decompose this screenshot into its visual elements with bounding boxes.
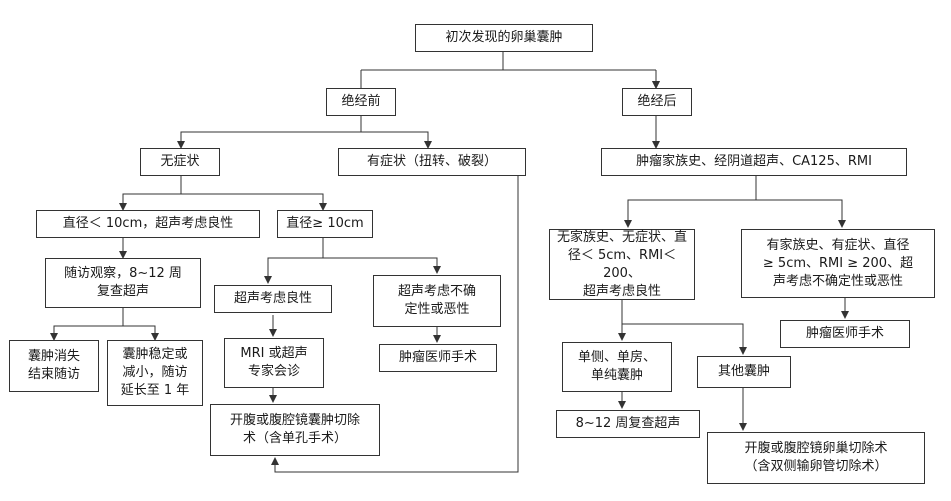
- node-root: 初次发现的卵巢囊肿: [415, 24, 593, 52]
- edge-large-split: [264, 238, 324, 284]
- node-postmenopausal: 绝经后: [622, 88, 692, 116]
- node-cystectomy-line-2: 术（含单孔手术）: [242, 431, 347, 446]
- node-high-risk: 有家族史、有症状、直径 ≥ 5cm、RMI ≥ 200、超 声考虑不确定性或恶性: [741, 229, 935, 298]
- node-followup-line-2: 复查超声: [96, 284, 149, 299]
- edge-root-split: [360, 52, 656, 88]
- node-asymptomatic-text: 无症状: [160, 154, 200, 169]
- node-asymptomatic: 无症状: [140, 148, 220, 176]
- node-uncertain-us: 超声考虑不确 定性或恶性: [373, 275, 501, 327]
- node-stable-line-1: 囊肿稳定或: [122, 347, 188, 362]
- node-mri-consult-line-2: 专家会诊: [247, 364, 300, 379]
- node-mri-consult-line-1: MRI 或超声: [240, 346, 308, 361]
- node-postmeno-evaluation: 肿瘤家族史、经阴道超声、CA125、RMI: [601, 148, 907, 176]
- node-large: 直径≥ 10cm: [277, 210, 373, 238]
- node-cystectomy-line-1: 开腹或腹腔镜囊肿切除: [229, 413, 360, 428]
- node-simple-cyst: 单侧、单房、 单纯囊肿: [562, 342, 672, 392]
- node-resolved: 囊肿消失 结束随访: [9, 340, 99, 392]
- node-oophorectomy-line-1: 开腹或腹腔镜卵巢切除术: [744, 441, 888, 456]
- node-recheck-text: 8~12 周复查超声: [575, 416, 681, 431]
- node-oncology-surgery-2: 肿瘤医师手术: [780, 320, 910, 348]
- node-oophorectomy: 开腹或腹腔镜卵巢切除术 （含双侧输卵管切除术）: [707, 432, 925, 484]
- node-high-risk-line-1: 有家族史、有症状、直径: [766, 237, 910, 253]
- node-other-cyst-text: 其他囊肿: [717, 364, 770, 379]
- edge-followup-split: [50, 308, 124, 341]
- node-recheck: 8~12 周复查超声: [556, 410, 700, 438]
- edge-eval-split: [624, 176, 757, 228]
- node-stable-line-2: 减小，随访: [122, 365, 188, 380]
- node-stable: 囊肿稳定或 减小，随访 延长至 1 年: [107, 340, 203, 406]
- node-small-benign-text: 直径＜ 10cm，超声考虑良性: [62, 216, 234, 231]
- node-stable-line-3: 延长至 1 年: [120, 383, 190, 398]
- node-root-text: 初次发现的卵巢囊肿: [445, 30, 563, 45]
- node-resolved-line-1: 囊肿消失: [27, 349, 80, 364]
- node-resolved-line-2: 结束随访: [27, 367, 80, 382]
- node-followup-line-1: 随访观察，8~12 周: [64, 266, 182, 281]
- edge-symptomatic-long: [271, 176, 519, 473]
- node-mri-consult: MRI 或超声 专家会诊: [224, 338, 324, 388]
- node-low-risk-line-1: 无家族史、无症状、直: [556, 229, 687, 245]
- node-premenopausal-text: 绝经前: [341, 94, 381, 109]
- node-low-risk-line-3: 超声考虑良性: [582, 283, 661, 299]
- node-small-benign: 直径＜ 10cm，超声考虑良性: [36, 210, 260, 238]
- edge-asym-split: [119, 176, 182, 211]
- node-low-risk-line-2: 径＜ 5cm、RMI＜ 200、: [567, 247, 677, 281]
- node-simple-cyst-line-1: 单侧、单房、: [577, 350, 656, 365]
- node-oophorectomy-line-2: （含双侧输卵管切除术）: [744, 459, 888, 474]
- node-symptomatic-text: 有症状（扭转、破裂）: [366, 154, 497, 169]
- node-followup: 随访观察，8~12 周 复查超声: [45, 258, 201, 308]
- node-uncertain-us-line-2: 定性或恶性: [404, 302, 470, 317]
- node-large-text: 直径≥ 10cm: [286, 216, 364, 231]
- node-high-risk-line-3: 声考虑不确定性或恶性: [772, 273, 903, 289]
- node-high-risk-line-2: ≥ 5cm、RMI ≥ 200、超: [762, 255, 914, 271]
- node-postmenopausal-text: 绝经后: [637, 94, 677, 109]
- node-uncertain-us-line-1: 超声考虑不确: [397, 284, 476, 299]
- node-premenopausal: 绝经前: [326, 88, 396, 116]
- node-cystectomy: 开腹或腹腔镜囊肿切除 术（含单孔手术）: [210, 404, 380, 456]
- node-postmeno-evaluation-text: 肿瘤家族史、经阴道超声、CA125、RMI: [636, 154, 872, 169]
- edge-pre-split: [177, 116, 362, 149]
- node-benign-us: 超声考虑良性: [214, 285, 332, 313]
- node-oncology-surgery-2-text: 肿瘤医师手术: [805, 326, 884, 341]
- node-other-cyst: 其他囊肿: [697, 356, 791, 388]
- node-symptomatic: 有症状（扭转、破裂）: [338, 148, 526, 176]
- node-low-risk: 无家族史、无症状、直 径＜ 5cm、RMI＜ 200、 超声考虑良性: [549, 229, 695, 300]
- node-benign-us-text: 超声考虑良性: [233, 291, 312, 306]
- node-simple-cyst-line-2: 单纯囊肿: [590, 368, 643, 383]
- node-oncology-surgery-1: 肿瘤医师手术: [379, 344, 497, 372]
- node-oncology-surgery-1-text: 肿瘤医师手术: [398, 350, 477, 365]
